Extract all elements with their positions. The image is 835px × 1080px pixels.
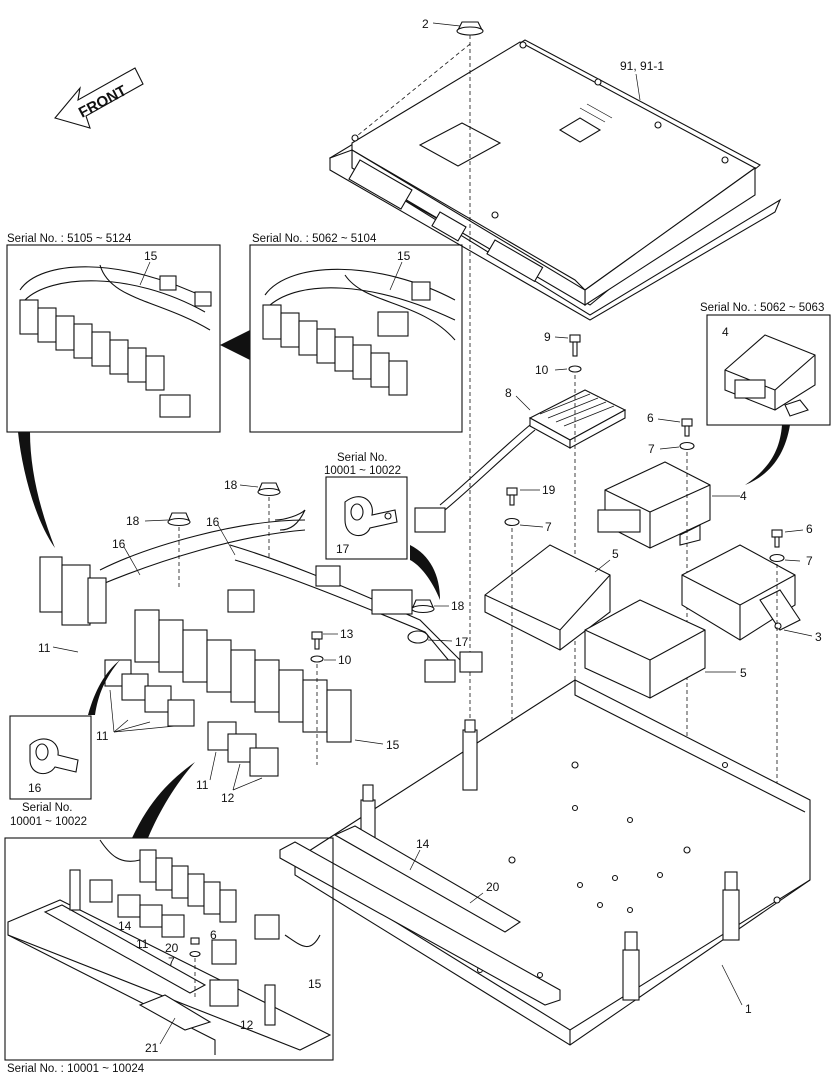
standoffs xyxy=(360,719,740,1001)
inset-clamp-17: 17 xyxy=(325,476,408,560)
washer-10b-icon xyxy=(310,655,324,663)
inset-bottom-callout-12: 12 xyxy=(240,1018,254,1032)
washer-7c-icon xyxy=(504,517,520,527)
inset-clamp-16: 16 xyxy=(9,715,92,800)
callout-19: 19 xyxy=(542,483,556,497)
screw-6a-icon xyxy=(681,418,693,437)
front-arrow-icon: FRONT xyxy=(54,67,144,129)
inset-bottom-serial: Serial No. : 10001 ~ 10024 xyxy=(7,1063,145,1075)
callout-9: 9 xyxy=(544,330,551,344)
callout-3: 3 xyxy=(815,630,822,644)
inset-bottom: 14 11 20 7 6 15 12 21 xyxy=(4,837,334,1061)
inset-bottom-callout-7: 7 xyxy=(168,955,175,969)
inset-bottom-callout-20: 20 xyxy=(165,941,179,955)
callout-16b: 16 xyxy=(112,537,126,551)
washer-7b-icon xyxy=(769,553,785,563)
relay-cubes-11 xyxy=(104,659,195,727)
inset-bottom-callout-21: 21 xyxy=(145,1041,159,1055)
callout-11a: 11 xyxy=(38,641,51,655)
relay-harness-main xyxy=(39,509,483,777)
callout-16a: 16 xyxy=(206,515,220,529)
inset-right-callout-4: 4 xyxy=(722,325,729,339)
screw-9-icon xyxy=(569,334,581,357)
pointer-arrow-icon xyxy=(220,330,250,360)
callout-13: 13 xyxy=(340,627,354,641)
callout-11b: 11 xyxy=(96,729,109,743)
heat-sink-8 xyxy=(414,389,627,533)
callout-15: 15 xyxy=(386,738,400,752)
screw-19-icon xyxy=(506,487,518,506)
inset-clamp-16-serial-2: 10001 ~ 10022 xyxy=(10,816,87,828)
bar-20 xyxy=(333,825,522,933)
inset-clamp-17-label: 17 xyxy=(336,542,350,556)
callout-10b: 10 xyxy=(338,653,352,667)
inset-clamp-17-serial-1: Serial No. xyxy=(337,452,388,464)
callout-5a: 5 xyxy=(612,547,619,561)
callout-10a: 10 xyxy=(535,363,549,377)
callout-11c: 11 xyxy=(196,778,209,792)
bar-14 xyxy=(279,841,561,1006)
pointer-curve-16-icon xyxy=(88,660,120,715)
pointer-curve-bottom-icon xyxy=(132,762,195,838)
inset-top-mid: 15 xyxy=(249,244,463,433)
callout-7c: 7 xyxy=(545,520,552,534)
inset-top-left: 15 xyxy=(6,244,221,433)
inset-clamp-16-serial-1: Serial No. xyxy=(22,802,73,814)
controller-unit-91 xyxy=(328,39,782,321)
inset-bottom-callout-6: 6 xyxy=(210,928,217,942)
callout-18c: 18 xyxy=(451,599,465,613)
inset-top-mid-callout-15: 15 xyxy=(397,249,411,263)
relay-cubes-12 xyxy=(207,721,279,777)
base-plate-1 xyxy=(294,679,811,1046)
callout-17: 17 xyxy=(455,635,469,649)
pointer-curve-icon xyxy=(18,432,55,548)
inset-right: 4 xyxy=(706,314,831,426)
callout-2: 2 xyxy=(422,17,429,31)
callout-8: 8 xyxy=(505,386,512,400)
unit-3 xyxy=(681,544,801,641)
callout-14: 14 xyxy=(416,837,430,851)
inset-bottom-callout-11: 11 xyxy=(136,937,149,951)
callout-20: 20 xyxy=(486,880,500,894)
bolt-18c-icon xyxy=(411,599,435,614)
screw-6b-icon xyxy=(771,529,783,548)
callout-6b: 6 xyxy=(806,522,813,536)
callout-91: 91, 91-1 xyxy=(620,59,664,73)
unit-4 xyxy=(597,461,711,549)
callout-5b: 5 xyxy=(740,666,747,680)
inset-top-left-callout-15: 15 xyxy=(144,249,158,263)
washer-7a-icon xyxy=(679,441,695,451)
inset-bottom-callout-14: 14 xyxy=(118,919,132,933)
pointer-curve-right-icon xyxy=(745,425,790,485)
callout-7a: 7 xyxy=(648,442,655,456)
callout-1: 1 xyxy=(745,1002,752,1016)
callout-6a: 6 xyxy=(647,411,654,425)
bolt-2-icon xyxy=(456,21,484,36)
inset-clamp-16-label: 16 xyxy=(28,781,42,795)
pointer-curve-clamp-icon xyxy=(410,545,440,600)
inset-clamp-17-serial-2: 10001 ~ 10022 xyxy=(324,465,401,477)
callout-18a: 18 xyxy=(126,514,140,528)
washer-10-icon xyxy=(568,365,582,373)
inset-top-left-serial: Serial No. : 5105 ~ 5124 xyxy=(7,233,132,245)
callout-18b: 18 xyxy=(224,478,238,492)
inset-top-mid-serial: Serial No. : 5062 ~ 5104 xyxy=(252,233,377,245)
inset-bottom-callout-15: 15 xyxy=(308,977,322,991)
unit-5b xyxy=(584,599,706,699)
screw-13-icon xyxy=(311,631,323,650)
callout-4: 4 xyxy=(740,489,747,503)
unit-5a xyxy=(484,544,611,651)
callout-12: 12 xyxy=(221,791,235,805)
callout-7b: 7 xyxy=(806,554,813,568)
bolt-18a-icon xyxy=(167,512,191,527)
bolt-18b-icon xyxy=(257,482,281,497)
inset-right-serial: Serial No. : 5062 ~ 5063 xyxy=(700,302,824,314)
